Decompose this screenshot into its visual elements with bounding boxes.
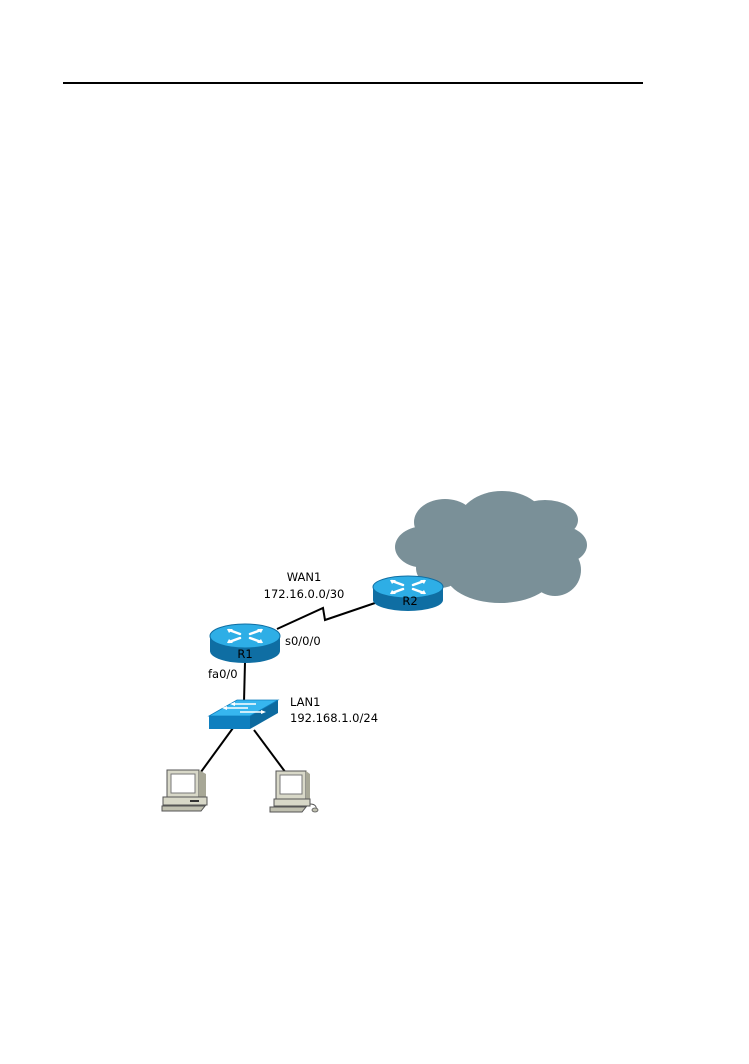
- header-rule: [63, 82, 643, 84]
- lan-name-label: LAN1: [290, 695, 320, 709]
- wan-link: [276, 602, 376, 630]
- router-r1-label: R1: [237, 647, 252, 661]
- fastethernet-interface-label: fa0/0: [208, 667, 238, 681]
- serial-interface-label: s0/0/0: [285, 634, 321, 648]
- wan-network-label: 172.16.0.0/30: [264, 587, 345, 601]
- wan-name-label: WAN1: [287, 570, 322, 584]
- router-icon: [209, 623, 281, 663]
- router-r2-label: R2: [402, 594, 417, 608]
- pc-icon: [161, 769, 208, 812]
- r1-switch-link: [243, 661, 246, 703]
- pc-icon: [269, 770, 319, 813]
- router-icon: [372, 575, 444, 611]
- switch-pc2-link: [253, 729, 287, 774]
- switch-icon: [207, 699, 280, 729]
- switch-pc1-link: [197, 727, 234, 777]
- cloud-icon: [395, 491, 587, 603]
- lan-network-label: 192.168.1.0/24: [290, 711, 378, 725]
